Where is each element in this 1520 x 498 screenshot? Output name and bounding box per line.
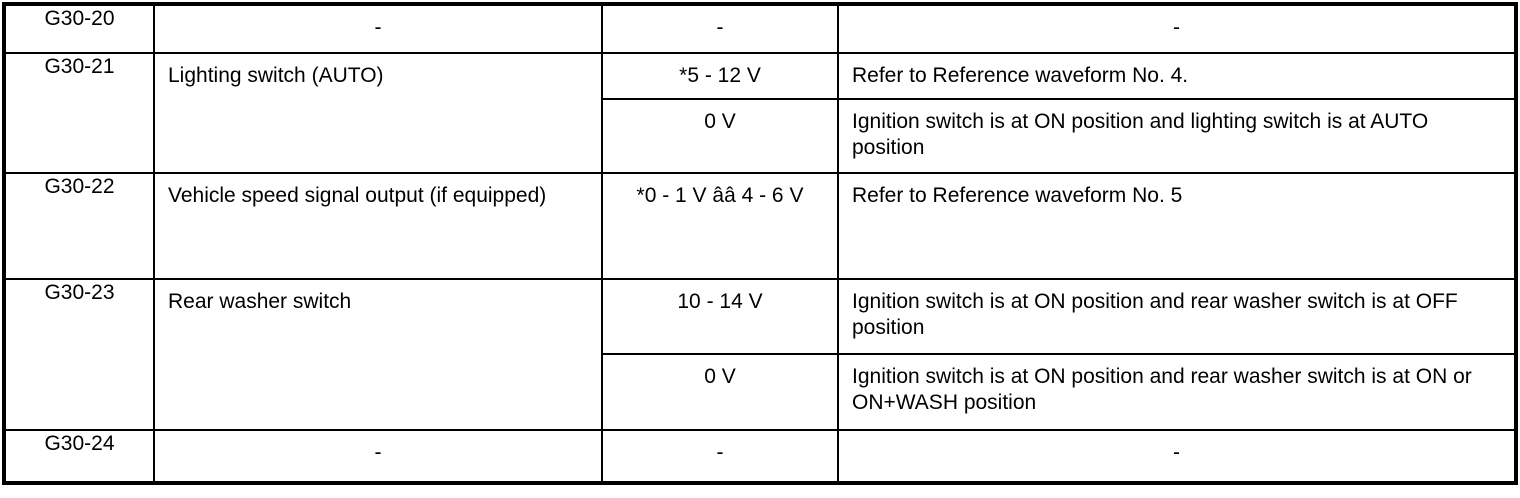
condition-cell: Ignition switch is at ON position and re… [837, 353, 1517, 431]
condition-text: Ignition switch is at ON position and li… [852, 110, 1429, 159]
item-text: - [374, 441, 382, 464]
table-row: G30-20 - - - [3, 3, 1517, 54]
item-text: Vehicle speed signal output (if equipped… [168, 184, 547, 207]
terminal-id-cell: G30-22 [3, 172, 155, 280]
voltage-cell: *0 - 1 V ââ 4 - 6 V [601, 172, 839, 280]
condition-text: - [1173, 441, 1180, 464]
item-text: - [374, 16, 382, 39]
terminal-id-text: G30-22 [44, 175, 115, 198]
table-row: G30-21 Lighting switch (AUTO) *5 - 12 V … [3, 52, 1517, 174]
item-cell: Lighting switch (AUTO) [153, 52, 603, 174]
item-cell: Rear washer switch [153, 278, 603, 431]
voltage-text: 10 - 14 V [677, 290, 763, 313]
terminal-id-cell: G30-24 [3, 429, 155, 484]
terminal-id-cell: G30-21 [3, 52, 155, 174]
condition-cell: - [837, 3, 1517, 54]
terminal-id-cell: G30-20 [3, 3, 155, 54]
voltage-text: - [716, 16, 724, 39]
table-row: G30-24 - - - [3, 429, 1517, 484]
condition-cell: - [837, 429, 1517, 484]
terminal-id-cell: G30-23 [3, 278, 155, 431]
condition-cell: Ignition switch is at ON position and re… [837, 278, 1517, 355]
table-row: G30-23 Rear washer switch 10 - 14 V Igni… [3, 278, 1517, 431]
voltage-text: 0 V [704, 365, 736, 388]
voltage-cell: *5 - 12 V [601, 52, 839, 100]
table-row: 0 V Ignition switch is at ON position an… [4, 353, 1517, 431]
table-row: 0 V Ignition switch is at ON position an… [4, 98, 1517, 174]
terminal-id-text: G30-23 [44, 281, 115, 304]
terminal-spec-table: G30-20 - - - G30-21 Lighting switch (A [2, 2, 1518, 485]
voltage-cell: 10 - 14 V [601, 278, 839, 355]
item-cell: Vehicle speed signal output (if equipped… [153, 172, 603, 280]
terminal-id-text: G30-20 [44, 7, 115, 30]
condition-cell: Refer to Reference waveform No. 5 [837, 172, 1517, 280]
terminal-id-text: G30-24 [44, 432, 115, 455]
condition-cell: Refer to Reference waveform No. 4. [837, 52, 1517, 100]
item-cell: - [153, 429, 603, 484]
condition-text: Ignition switch is at ON position and re… [852, 290, 1458, 339]
condition-text: Refer to Reference waveform No. 5 [852, 184, 1183, 207]
voltage-text: 0 V [704, 110, 736, 133]
table-row: G30-22 Vehicle speed signal output (if e… [3, 172, 1517, 280]
terminal-id-text: G30-21 [44, 55, 115, 78]
item-text: Lighting switch (AUTO) [168, 64, 384, 87]
item-cell: - [153, 3, 603, 54]
voltage-cell: - [601, 429, 839, 484]
voltage-cell: - [601, 3, 839, 54]
voltage-cell: 0 V [601, 353, 839, 431]
voltage-text: - [716, 441, 724, 464]
voltage-cell: 0 V [601, 98, 839, 174]
condition-text: - [1173, 16, 1180, 39]
item-text: Rear washer switch [168, 290, 352, 313]
voltage-text: *0 - 1 V ââ 4 - 6 V [636, 184, 804, 207]
condition-cell: Ignition switch is at ON position and li… [837, 98, 1517, 174]
voltage-text: *5 - 12 V [679, 64, 761, 87]
condition-text: Refer to Reference waveform No. 4. [852, 64, 1189, 87]
condition-text: Ignition switch is at ON position and re… [852, 365, 1472, 414]
